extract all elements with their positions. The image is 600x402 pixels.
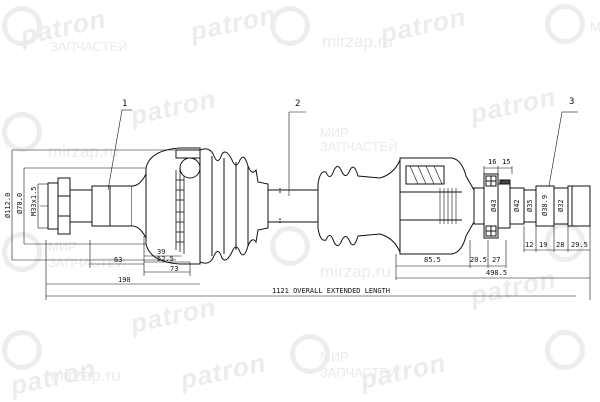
dim-85-5: 85.5 xyxy=(424,256,441,264)
dim-63: 63 xyxy=(114,256,122,264)
location-pin-icon xyxy=(545,330,585,370)
location-pin-icon xyxy=(2,330,42,370)
dim-20-5: 20.5 xyxy=(470,256,487,264)
outer-cv-joint xyxy=(47,147,206,265)
dim-d38-9: Ø38.9 xyxy=(541,195,549,216)
dim-d35: Ø35 xyxy=(526,199,534,212)
right-length-dims xyxy=(395,166,591,300)
dim-27: 27 xyxy=(492,256,500,264)
inner-stub-shaft xyxy=(473,173,591,239)
dim-29-5: 29.5 xyxy=(571,241,588,249)
dim-28: 28 xyxy=(556,241,564,249)
location-pin-icon xyxy=(270,6,310,46)
dim-498-5: 498.5 xyxy=(486,269,507,277)
dim-d42: Ø42 xyxy=(513,199,521,212)
callout-1: 1 xyxy=(122,99,127,109)
left-diameter-dims xyxy=(11,149,176,261)
callout-2: 2 xyxy=(295,99,300,109)
dim-boot-seat-diameter: Ø70.0 xyxy=(16,193,24,214)
location-pin-icon xyxy=(2,112,42,152)
dim-73: 73 xyxy=(170,265,178,273)
dim-190: 190 xyxy=(118,276,131,284)
inner-boot xyxy=(317,157,411,255)
dim-15: 15 xyxy=(502,158,510,166)
location-pin-icon xyxy=(545,4,585,44)
location-pin-icon xyxy=(2,6,42,46)
location-pin-icon xyxy=(270,226,310,266)
dim-19: 19 xyxy=(539,241,547,249)
dim-16: 16 xyxy=(488,158,496,166)
dim-12: 12 xyxy=(525,241,533,249)
dim-overall-length: 1121 OVERALL EXTENDED LENGTH xyxy=(272,287,390,295)
dim-d43: Ø43 xyxy=(490,199,498,212)
dim-39: 39 xyxy=(157,248,165,256)
callout-leaders xyxy=(107,109,578,196)
dim-outer-joint-diameter: Ø112.0 xyxy=(4,193,12,218)
dim-d32: Ø32 xyxy=(557,199,565,212)
location-pin-icon xyxy=(290,334,330,374)
left-length-dims xyxy=(45,236,576,300)
dim-thread: M33x1.5 xyxy=(30,186,38,216)
callout-3: 3 xyxy=(569,97,574,107)
outer-boot xyxy=(199,148,269,264)
location-pin-icon xyxy=(2,232,42,272)
inner-joint-housing xyxy=(399,157,475,255)
dim-52-5: 52.5 xyxy=(157,255,174,263)
